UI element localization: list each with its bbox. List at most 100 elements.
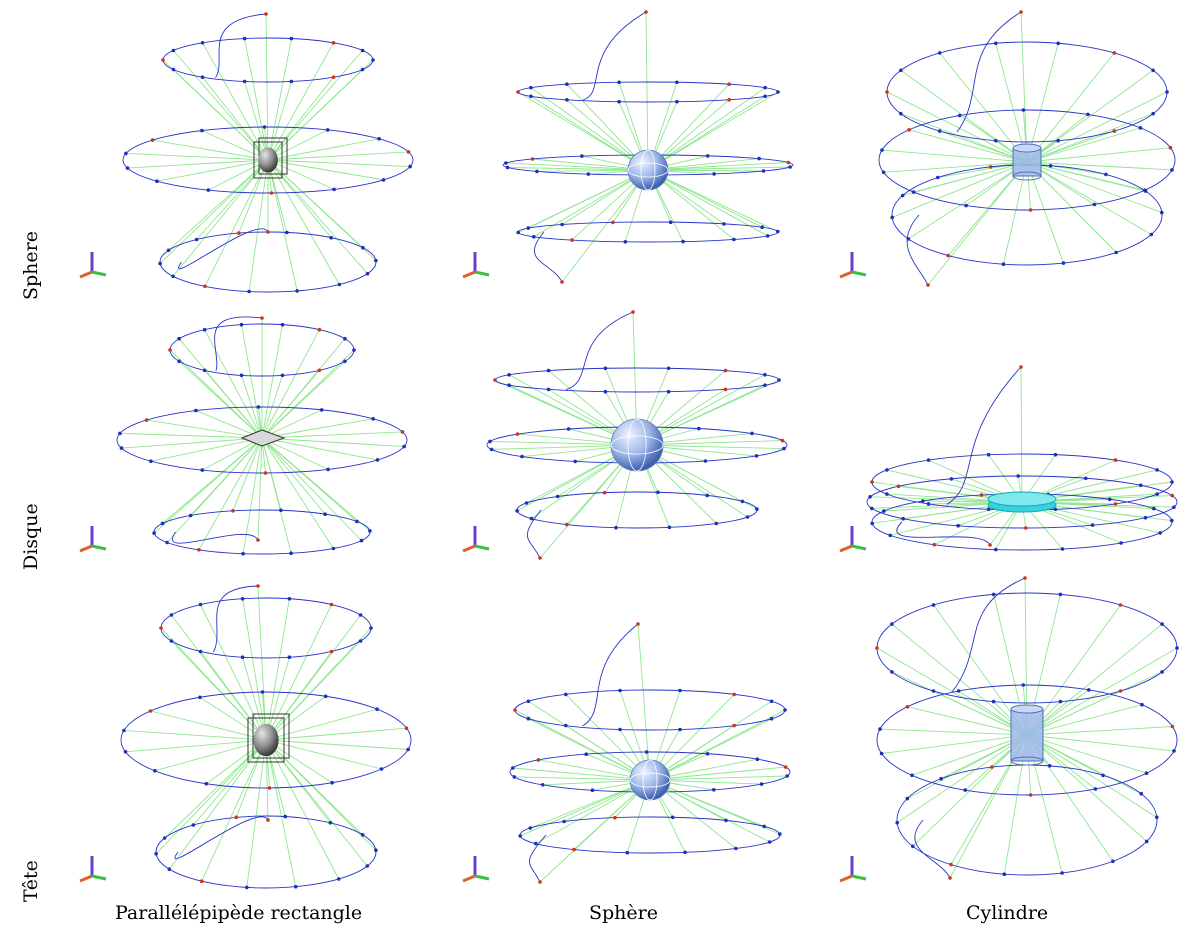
ray — [517, 91, 649, 171]
ray — [267, 159, 411, 168]
sphere-object — [629, 759, 671, 801]
sample-point — [1138, 126, 1143, 130]
sample-point — [158, 261, 162, 266]
sample-point — [538, 880, 542, 884]
sample-point — [870, 480, 874, 484]
x-axis-icon — [839, 270, 853, 279]
sample-point — [895, 820, 899, 825]
trajectory-tail-bottom — [172, 531, 259, 544]
sample-point — [239, 322, 244, 327]
ray — [637, 623, 651, 781]
ray — [201, 739, 267, 882]
sample-point — [625, 850, 630, 855]
sample-point — [365, 864, 370, 868]
sample-point — [358, 639, 363, 643]
cylinder-top — [1010, 704, 1044, 714]
sample-point — [263, 471, 268, 475]
sample-point — [1160, 622, 1164, 626]
sample-point — [1061, 261, 1066, 265]
ray — [530, 95, 649, 171]
col-label-parallelepipede: Parallélépipède rectangle — [115, 902, 363, 924]
ray — [902, 161, 1028, 196]
panel-r2-c0 — [79, 584, 412, 890]
sample-point — [122, 728, 126, 733]
ray — [172, 159, 269, 277]
ray — [1026, 161, 1146, 192]
sample-point — [177, 336, 181, 341]
ray — [267, 159, 332, 238]
sample-point — [885, 90, 889, 94]
y-axis-icon — [851, 874, 867, 881]
ray — [267, 76, 334, 161]
trajectory-loop — [517, 81, 779, 103]
bounding-box — [253, 141, 283, 179]
sample-point — [360, 67, 365, 72]
sample-point — [755, 507, 759, 511]
sample-point — [168, 348, 172, 352]
sample-point — [565, 98, 569, 102]
ray — [645, 11, 649, 171]
trajectory-tail-bottom — [178, 228, 269, 270]
sample-point — [1172, 749, 1176, 753]
sample-point — [636, 622, 640, 626]
sample-point — [618, 688, 622, 693]
ray — [1026, 161, 1117, 253]
sample-point — [667, 525, 672, 530]
sample-point — [1019, 365, 1023, 369]
sample-point — [237, 231, 241, 235]
ray — [649, 718, 772, 781]
ray — [881, 149, 1028, 163]
sample-point — [763, 383, 767, 388]
sphere-object — [610, 418, 664, 472]
sample-point — [1112, 129, 1117, 133]
ray — [152, 139, 269, 161]
sphere-meridian — [629, 772, 671, 788]
ray — [261, 437, 405, 448]
disk-object — [240, 429, 286, 447]
trajectory-loop — [876, 684, 1178, 796]
sample-point — [160, 521, 165, 526]
trajectory-tail-top — [565, 311, 634, 391]
sample-point — [505, 165, 510, 170]
axis-triad-icon — [79, 526, 107, 553]
sample-point — [617, 80, 621, 85]
sample-point — [767, 840, 772, 844]
ray — [1026, 734, 1147, 842]
sample-point — [1155, 815, 1159, 820]
sample-point — [678, 727, 682, 732]
ray — [1026, 147, 1171, 163]
ray — [1026, 127, 1141, 163]
sample-point — [529, 94, 533, 99]
sample-point — [678, 688, 682, 693]
sample-point — [776, 229, 780, 234]
col-label-cylindre: Cylindre — [966, 902, 1049, 924]
sample-point — [723, 368, 728, 373]
ray — [123, 730, 267, 741]
ray — [261, 329, 320, 439]
trajectory-tail-bottom — [914, 819, 951, 879]
sample-point — [878, 727, 882, 731]
ray — [232, 437, 263, 511]
panel-r0-c2 — [839, 10, 1176, 287]
sample-point — [560, 280, 564, 284]
ray — [911, 734, 1028, 776]
sample-point — [256, 538, 260, 542]
ray — [261, 437, 329, 470]
ray — [261, 338, 346, 439]
sample-point — [326, 467, 330, 472]
ray — [204, 329, 263, 439]
sample-point — [957, 113, 962, 118]
sample-point — [534, 841, 538, 846]
sample-point — [1139, 483, 1143, 488]
sample-point — [1170, 518, 1174, 523]
sample-point — [155, 179, 159, 183]
sample-point — [562, 819, 566, 824]
ray — [900, 69, 1028, 163]
ray — [528, 169, 649, 229]
sample-point — [188, 513, 193, 518]
sample-point — [198, 649, 203, 654]
ray — [900, 113, 1028, 163]
axis-triad-icon — [839, 526, 867, 553]
sample-point — [293, 884, 298, 889]
sample-point — [868, 495, 872, 499]
